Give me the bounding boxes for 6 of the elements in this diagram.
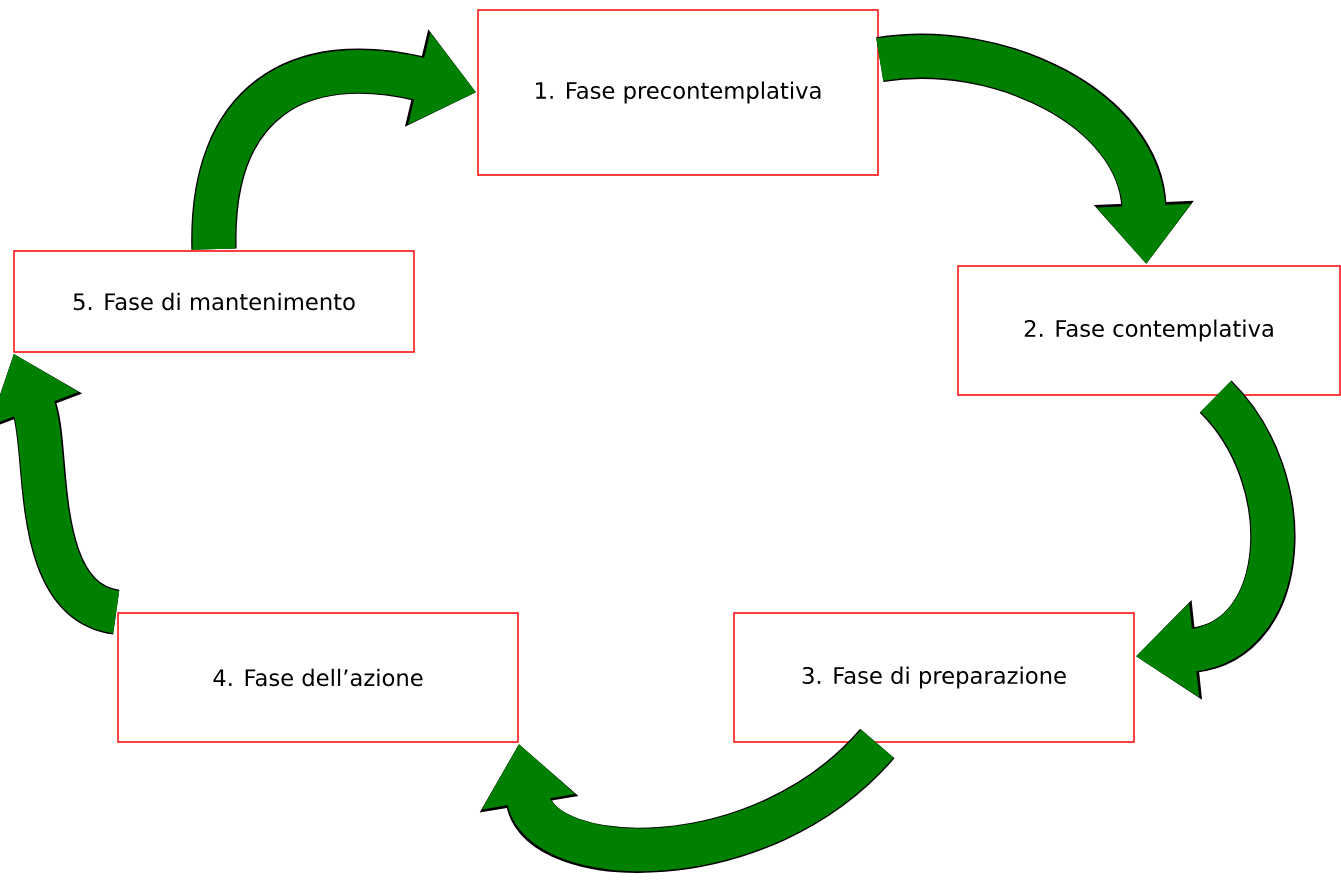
stage-box: 5. Fase di mantenimento: [13, 250, 415, 353]
curved-arrow: [479, 727, 894, 873]
stage-box: 1. Fase precontemplativa: [477, 9, 879, 176]
stage-box: 2. Fase contemplativa: [957, 265, 1341, 396]
stage-box: 3. Fase di preparazione: [733, 612, 1135, 743]
stage-box: 4. Fase dell’azione: [117, 612, 519, 743]
